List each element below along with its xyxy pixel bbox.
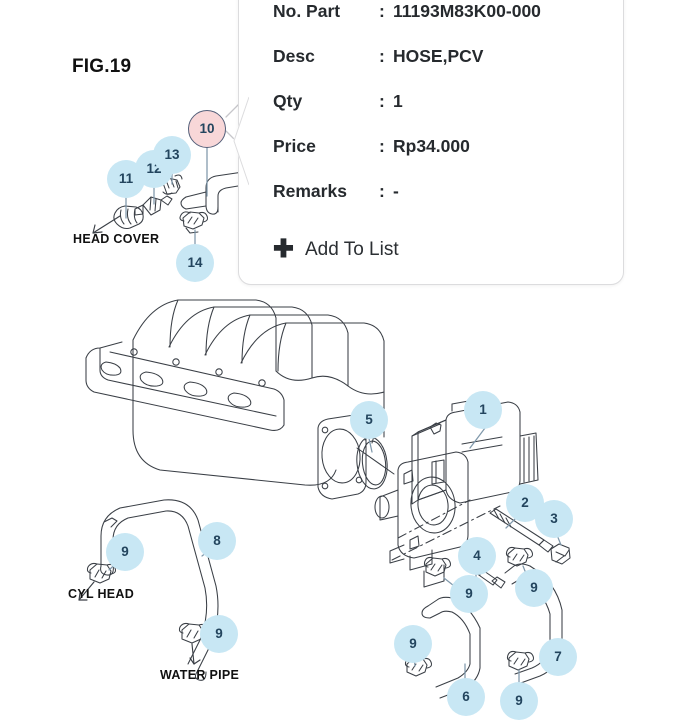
add-to-list-button[interactable]: ✚ Add To List: [273, 228, 473, 272]
colon-qty: :: [379, 91, 385, 111]
part-info-card: No. Part : 11193M83K00-000 Desc : HOSE,P…: [238, 0, 624, 285]
info-row-quantity: Qty : 1: [273, 91, 623, 136]
info-row-remarks: Remarks : -: [273, 181, 623, 226]
callout-9-bottom-left[interactable]: 9: [394, 625, 432, 663]
callout-9-hose-7[interactable]: 9: [515, 569, 553, 607]
colon-no-part: :: [379, 1, 385, 21]
callout-6[interactable]: 6: [447, 678, 485, 716]
destination-label-head-cover: HEAD COVER: [73, 232, 160, 246]
value-qty: 1: [393, 91, 403, 111]
callout-5[interactable]: 5: [350, 401, 388, 439]
callout-9-throttle-left[interactable]: 9: [450, 575, 488, 613]
callout-9-water-pipe[interactable]: 9: [200, 615, 238, 653]
colon-price: :: [379, 136, 385, 156]
value-remarks: -: [393, 181, 399, 201]
callout-8[interactable]: 8: [198, 522, 236, 560]
label-no-part: No. Part: [273, 1, 341, 21]
value-price: Rp34.000: [393, 136, 470, 156]
destination-label-cyl-head: CYL HEAD: [68, 587, 135, 601]
callout-7[interactable]: 7: [539, 638, 577, 676]
callout-1[interactable]: 1: [464, 391, 502, 429]
destination-label-water-pipe: WATER PIPE: [160, 668, 240, 682]
card-pointer-notch: [233, 96, 249, 186]
callout-14[interactable]: 14: [176, 244, 214, 282]
callout-9-cyl-head[interactable]: 9: [106, 533, 144, 571]
label-qty: Qty: [273, 91, 303, 111]
part-info-rows: No. Part : 11193M83K00-000 Desc : HOSE,P…: [239, 0, 623, 272]
add-to-list-label: Add To List: [304, 239, 399, 260]
label-price: Price: [273, 136, 316, 156]
info-row-part-number: No. Part : 11193M83K00-000: [273, 1, 623, 46]
figure-title: FIG.19: [72, 56, 132, 77]
colon-remarks: :: [379, 181, 385, 201]
info-row-description: Desc : HOSE,PCV: [273, 46, 623, 91]
plus-icon: ✚: [273, 234, 294, 263]
info-row-price: Price : Rp34.000: [273, 136, 623, 181]
callout-4[interactable]: 4: [458, 537, 496, 575]
callout-3[interactable]: 3: [535, 500, 573, 538]
callout-9-bottom-right[interactable]: 9: [500, 682, 538, 720]
colon-desc: :: [379, 46, 385, 66]
value-desc: HOSE,PCV: [393, 46, 484, 66]
label-remarks: Remarks: [273, 181, 347, 201]
callout-13[interactable]: 13: [153, 136, 191, 174]
label-desc: Desc: [273, 46, 315, 66]
parts-diagram-page: FIG.19 HEAD COVER CYL HEAD WATER PIPE 1 …: [68, 0, 624, 720]
callout-10-selected[interactable]: 10: [188, 110, 226, 148]
value-no-part: 11193M83K00-000: [393, 1, 541, 21]
